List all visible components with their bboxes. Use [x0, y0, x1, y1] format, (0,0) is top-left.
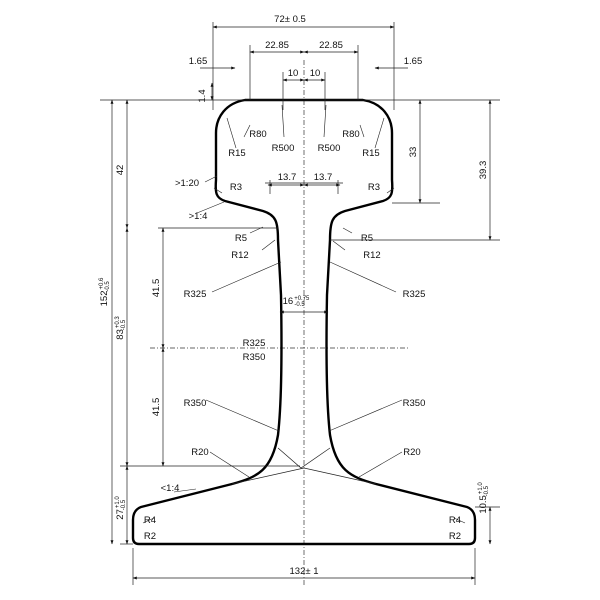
head-rim-label: 33 [408, 147, 419, 158]
web-radius-lower-right-label: R350 [403, 398, 426, 409]
dimension-lines [110, 25, 492, 580]
half-width-right-label: 22.85 [319, 40, 343, 51]
corner-radius-right-label: R15 [362, 148, 379, 159]
web-height-label: 83+0.3-0.5 [115, 316, 127, 340]
web-top-offset-left-label: 13.7 [278, 172, 297, 183]
crown-drop-label: 1.4 [197, 89, 208, 102]
crown-radius-right-label: R80 [342, 129, 359, 140]
crown-large-radius-right-label: R500 [318, 143, 341, 154]
foot-r2-right-label: R2 [449, 531, 461, 542]
foot-tip-label: 10.5+1.0-0.5 [478, 482, 490, 514]
foot-r4-right-label: R4 [449, 515, 461, 526]
center-offset-right-label: 10 [310, 68, 321, 79]
foot-radius-right-label: R20 [403, 447, 420, 458]
web-radius-upper-left-label: R325 [184, 289, 207, 300]
edge-offset-left-label: 1.65 [189, 56, 208, 67]
foot-radius-left-label: R20 [191, 447, 208, 458]
fishing-r5-right-label: R5 [361, 233, 373, 244]
base-width-label: 132± 1 [290, 566, 319, 577]
head-under-slope-label: >1:4 [189, 211, 208, 222]
rail-outline [131, 98, 477, 546]
foot-r4-left-label: R4 [144, 515, 156, 526]
top-width-label: 72± 0.5 [274, 14, 306, 25]
leader-lines [142, 104, 466, 524]
head-under-radius-right-label: R3 [368, 182, 380, 193]
web-foot-transition-lines [231, 447, 377, 485]
head-to-neck-label: 39.3 [478, 161, 489, 180]
web-radius-upper-right-label: R325 [403, 289, 426, 300]
web-radius-lower-left-label: R350 [184, 398, 207, 409]
head-side-slope-label: >1:20 [175, 178, 199, 189]
web-upper-label: 41.5 [151, 279, 162, 298]
web-top-offset-right-label: 13.7 [314, 172, 333, 183]
foot-r2-left-label: R2 [144, 531, 156, 542]
crown-radius-left-label: R80 [249, 129, 266, 140]
head-under-radius-left-label: R3 [230, 182, 242, 193]
head-depth-label: 42 [115, 165, 126, 176]
corner-radius-left-label: R15 [228, 148, 245, 159]
crown-large-radius-left-label: R500 [272, 143, 295, 154]
fishing-r12-right-label: R12 [363, 250, 380, 261]
web-thickness-label: 16+0.75-0.5 [283, 296, 310, 308]
web-lower-label: 41.5 [151, 398, 162, 417]
edge-offset-right-label: 1.65 [404, 56, 423, 67]
center-offset-left-label: 10 [288, 68, 299, 79]
total-height-label: 152+0.6-0.5 [99, 277, 111, 306]
web-mid-label-r325: R325 [243, 338, 266, 349]
fishing-r12-left-label: R12 [231, 250, 248, 261]
half-width-left-label: 22.85 [265, 40, 289, 51]
web-mid-label-r350: R350 [243, 352, 266, 363]
foot-slope-label: <1:4 [161, 483, 180, 494]
foot-edge-height-label: 27+1.0-0.5 [115, 496, 127, 520]
fishing-r5-left-label: R5 [235, 233, 247, 244]
